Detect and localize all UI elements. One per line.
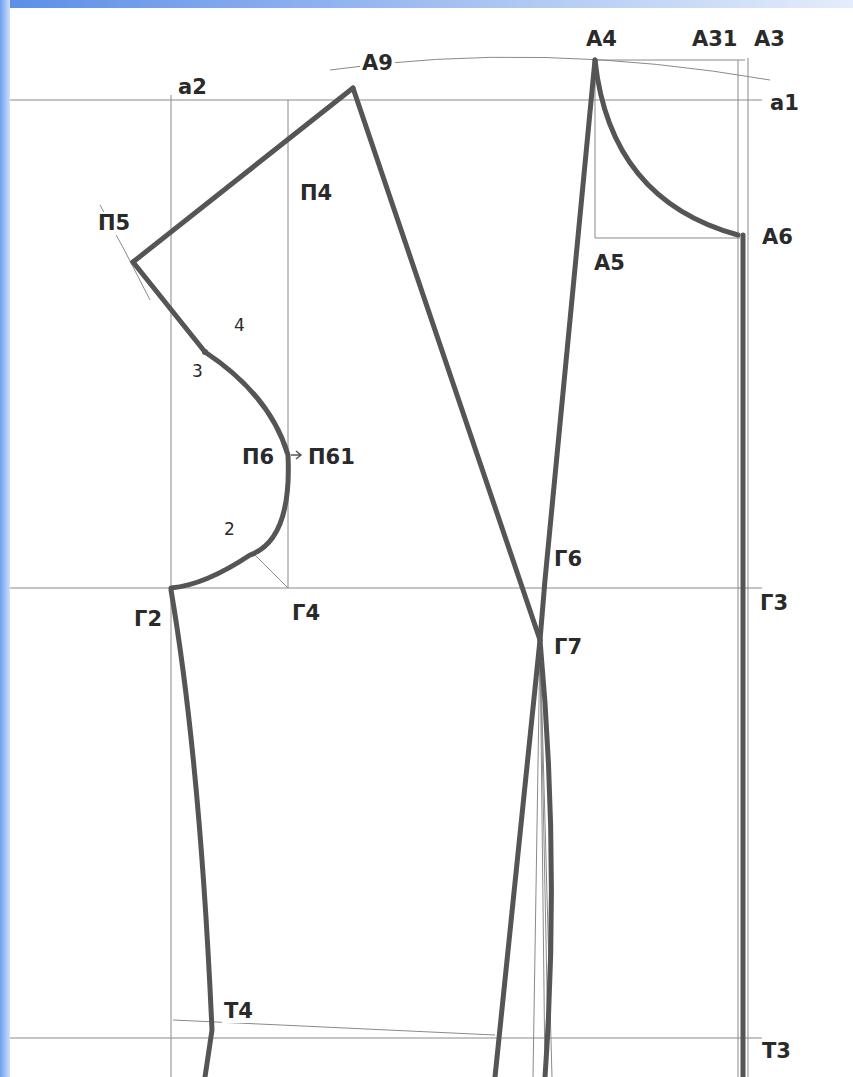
point-label: А6	[760, 226, 795, 249]
point-label: Г4	[290, 602, 322, 625]
point-label: Т3	[760, 1040, 793, 1063]
point-label: А31	[690, 28, 739, 51]
point-label: П5	[96, 212, 132, 235]
point-label: а1	[768, 92, 801, 115]
point-label: П61	[306, 446, 357, 469]
point-label: А3	[752, 28, 787, 51]
point-label: А9	[360, 52, 395, 75]
frame-left	[0, 0, 10, 1077]
point-label: П4	[298, 182, 334, 205]
point-label: Т4	[222, 1000, 255, 1023]
frame-top	[0, 0, 853, 8]
point-label: 3	[190, 362, 205, 381]
point-label: А5	[592, 252, 627, 275]
point-label: Г3	[758, 592, 790, 615]
point-label: Г2	[132, 608, 164, 631]
point-label: а2	[176, 76, 209, 99]
point-label: 4	[232, 316, 247, 335]
construction-marks	[202, 349, 301, 459]
construction-lines	[10, 57, 770, 1077]
point-label: Г6	[552, 548, 584, 571]
pattern-outline	[133, 60, 743, 1077]
point-label: 2	[222, 520, 237, 539]
point-label: П6	[240, 446, 276, 469]
point-label: А4	[584, 28, 619, 51]
point-label: Г7	[552, 636, 584, 659]
